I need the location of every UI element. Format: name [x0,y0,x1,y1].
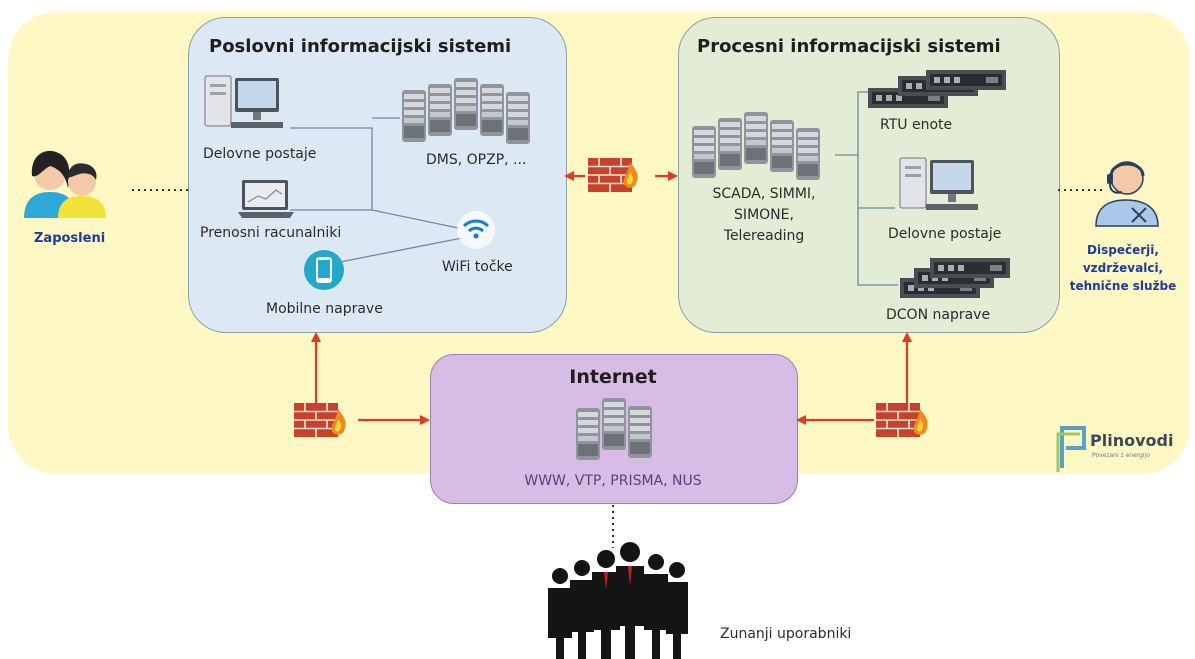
business-systems-panel [188,17,567,333]
firewall-icon [587,157,638,193]
external-users-label: Zunanji uporabniki [720,626,852,642]
plinovodi-logo-text: Plinovodi [1090,431,1174,450]
process-network-lines [835,91,898,286]
scada-line: Telereading [723,228,805,244]
dcon-label: DCON naprave [886,307,991,323]
dispatchers-line: tehnične službe [1069,279,1177,293]
external-users-icon [548,542,688,659]
workstations-label: Delovne postaje [203,146,317,162]
employees-label: Zaposleni [34,231,106,246]
business-servers-label: DMS, OPZP, ... [426,152,527,168]
scada-line: SCADA, SIMMI, [712,186,816,202]
dcon-device-icon [900,258,1010,298]
scada-line: SIMONE, [734,207,794,223]
laptops-label: Prenosni racunalniki [200,225,342,241]
actor-dotted-lines [132,189,1102,548]
dispatchers-line: vzdrževalci, [1082,261,1164,275]
wifi-icon [457,211,495,249]
workstation-icon [204,75,284,129]
employees-icon [24,150,106,218]
internet-server-icon [576,398,652,460]
process-workstation-icon [899,157,979,211]
firewall-icon [875,402,928,438]
scada-label: SCADA, SIMMI, SIMONE, Telereading [694,184,834,247]
firewall-icon [293,402,346,438]
wifi-label: WiFi točke [442,259,513,275]
plinovodi-logo-mark [1056,426,1086,472]
mobile-devices-label: Mobilne naprave [266,301,383,317]
server-cluster-icon [402,78,530,144]
red-arrows [311,171,912,425]
process-workstations-label: Delovne postaje [888,226,1002,242]
dispatcher-icon [1095,161,1159,227]
plinovodi-logo-tagline: Povezani z energijo [1092,452,1150,459]
rtu-unit-icon [868,70,1006,108]
process-systems-panel [678,17,1060,333]
laptop-icon [238,180,294,218]
dispatchers-line: Dispečerji, [1087,243,1159,257]
internet-title: Internet [569,366,657,388]
rtu-label: RTU enote [880,117,953,133]
process-systems-title: Procesni informacijski sistemi [697,36,1001,57]
scada-server-icon [692,112,820,180]
internet-services-label: WWW, VTP, PRISMA, NUS [524,473,702,489]
business-network-lines [290,117,463,263]
mobile-device-icon [304,250,344,290]
dispatchers-label: Dispečerji, vzdrževalci, tehnične službe [1060,241,1186,295]
business-systems-title: Poslovni informacijski sistemi [209,36,512,57]
